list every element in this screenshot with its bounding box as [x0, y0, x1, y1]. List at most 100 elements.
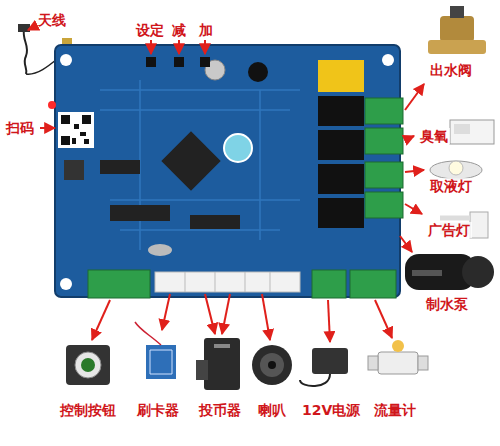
pcb-board-part	[100, 80, 300, 250]
speaker-part	[268, 361, 276, 369]
spiral-bulb-part	[470, 212, 488, 238]
pcb-board-part	[190, 215, 240, 229]
terminal-blocks-part	[350, 270, 396, 298]
leader-arrows-part	[400, 236, 412, 252]
terminal-blocks-part	[365, 162, 403, 188]
relays-part	[318, 96, 364, 126]
control-button-part	[75, 352, 101, 378]
control-button-part	[81, 358, 95, 372]
flow-meter-part	[392, 340, 404, 352]
pump-label: 制水泵	[426, 296, 468, 312]
terminal-blocks	[88, 98, 403, 298]
flow-meter-part	[418, 356, 428, 370]
coin-acceptor-label: 投币器	[199, 402, 241, 418]
flow-meter-part	[378, 352, 418, 374]
card-reader-label: 刷卡器	[137, 402, 179, 418]
control-button	[66, 345, 110, 385]
leader-arrows-part	[150, 40, 152, 54]
coin-acceptor	[196, 338, 240, 390]
leader-arrows-part	[178, 40, 180, 54]
card-reader-part	[146, 345, 176, 379]
qr-code-part	[58, 112, 94, 148]
pcb-board-part	[60, 54, 72, 66]
pcb-board-part	[224, 134, 252, 162]
water-pump	[405, 254, 494, 290]
lamp-part	[430, 161, 482, 179]
power-adapter-part	[300, 374, 330, 386]
lamp-part	[449, 161, 463, 175]
leader-arrows-part	[375, 300, 392, 338]
flow-meter-part	[368, 356, 378, 370]
speaker	[252, 345, 292, 385]
ozone-generator	[450, 120, 494, 144]
valve	[428, 6, 486, 54]
pcb-board-part	[148, 244, 172, 256]
valve-part	[428, 40, 486, 54]
coin-acceptor-part	[214, 344, 230, 348]
pcb-board-part	[200, 57, 210, 67]
button-label: 设定	[136, 22, 164, 38]
power-adapter-part	[312, 348, 348, 374]
flow-meter	[368, 340, 428, 374]
valve-part	[450, 6, 464, 18]
pcb-board-part	[382, 54, 394, 66]
terminal-blocks-part	[185, 272, 270, 292]
control-button-part	[66, 345, 110, 385]
antenna-part	[24, 30, 27, 74]
qr-code	[58, 112, 94, 148]
valve-part	[440, 16, 474, 42]
speaker-part	[260, 353, 284, 377]
lamp-label: 取液灯	[428, 178, 474, 194]
flow-meter-label: 流量计	[374, 402, 416, 418]
antenna-part	[18, 24, 30, 32]
leader-arrows-part	[162, 294, 170, 330]
water-pump-part	[412, 270, 442, 276]
terminal-blocks-part	[365, 192, 403, 218]
card-reader-part	[135, 322, 161, 345]
speaker-part	[252, 345, 292, 385]
leader-arrows-part	[405, 204, 422, 214]
qr-code-part	[82, 115, 91, 124]
power-adapter	[300, 348, 348, 386]
terminal-blocks-part	[312, 270, 346, 298]
coin-acceptor-part	[196, 360, 208, 380]
lamp	[430, 161, 482, 179]
power-label: 12V电源	[302, 402, 360, 418]
pcb-board-part	[60, 278, 72, 290]
pcb-board-part	[161, 131, 220, 190]
card-reader	[135, 322, 176, 379]
water-pump-part	[462, 256, 494, 288]
ozone-generator-part	[450, 120, 494, 144]
qr-code-part	[74, 124, 79, 129]
pcb-board	[48, 45, 400, 297]
leader-arrows-part	[405, 136, 414, 140]
antenna-label: 天线	[38, 12, 66, 28]
qr-code-part	[72, 138, 76, 144]
relays	[318, 60, 364, 228]
leader-arrows-part	[40, 127, 55, 129]
terminal-blocks-part	[155, 272, 300, 292]
qr-code-part	[80, 132, 86, 136]
pcb-board-part	[55, 45, 400, 297]
pcb-board-part	[48, 101, 56, 109]
terminal-blocks-part	[365, 98, 403, 124]
ad-lamp-label: 广告灯	[426, 222, 472, 238]
button-label: 减	[172, 22, 186, 38]
qr-code-part	[84, 139, 89, 144]
leader-arrows-part	[204, 40, 206, 54]
pcb-board-part	[100, 160, 140, 174]
ozone-generator-part	[454, 124, 470, 134]
pcb-board-part	[64, 160, 84, 180]
leader-arrows-part	[92, 300, 110, 340]
leader-arrows-part	[405, 170, 424, 172]
qr-code-part	[61, 136, 70, 145]
leader-arrows-part	[262, 294, 270, 340]
leader-arrows-part	[405, 84, 424, 110]
terminal-blocks-part	[88, 270, 150, 298]
card-reader-part	[150, 350, 172, 374]
coin-acceptor-part	[204, 338, 240, 390]
relays-part	[318, 130, 364, 160]
leader-arrows-part	[28, 26, 36, 30]
